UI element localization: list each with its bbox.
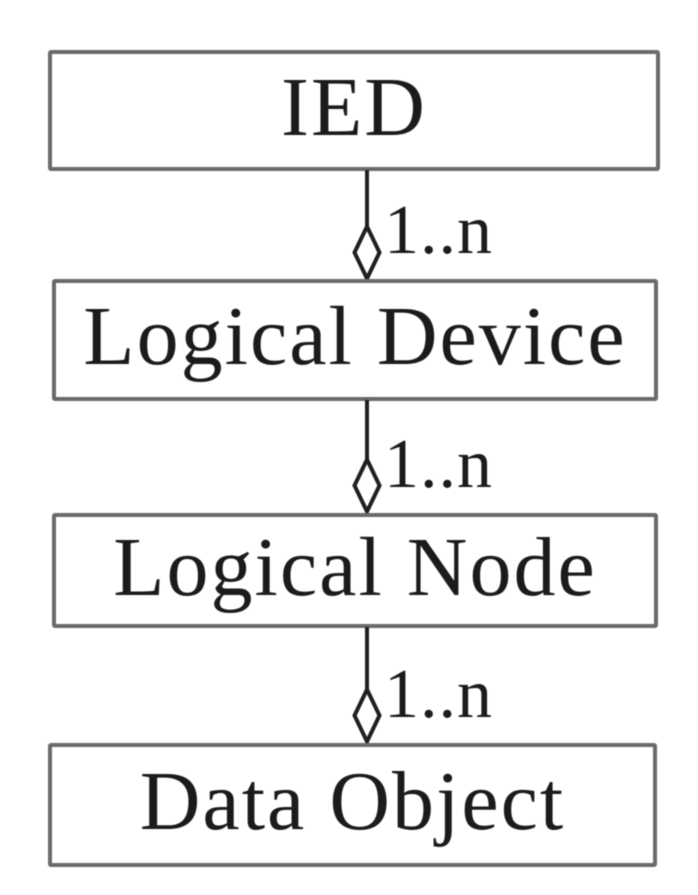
node-label: IED	[281, 60, 427, 154]
node-logical-node: Logical Node	[52, 513, 658, 628]
multiplicity-label: 1..n	[384, 426, 493, 503]
connector-logical-device-to-logical-node: 1..n	[0, 400, 698, 514]
node-label: Logical Device	[83, 290, 627, 383]
node-label: Logical Node	[113, 520, 597, 614]
multiplicity-label: 1..n	[384, 192, 493, 269]
connector-line	[365, 170, 369, 226]
node-ied: IED	[48, 50, 660, 171]
connector-ied-to-logical-device: 1..n	[0, 170, 698, 281]
aggregation-diamond-icon	[352, 687, 382, 744]
node-label: Data Object	[139, 755, 566, 848]
aggregation-diamond-icon	[352, 457, 382, 514]
connector-logical-node-to-data-object: 1..n	[0, 627, 698, 744]
multiplicity-label: 1..n	[384, 656, 493, 733]
node-data-object: Data Object	[48, 743, 657, 867]
aggregation-diamond-icon	[352, 224, 382, 281]
node-logical-device: Logical Device	[52, 279, 658, 401]
connector-line	[365, 627, 369, 689]
connector-line	[365, 400, 369, 459]
